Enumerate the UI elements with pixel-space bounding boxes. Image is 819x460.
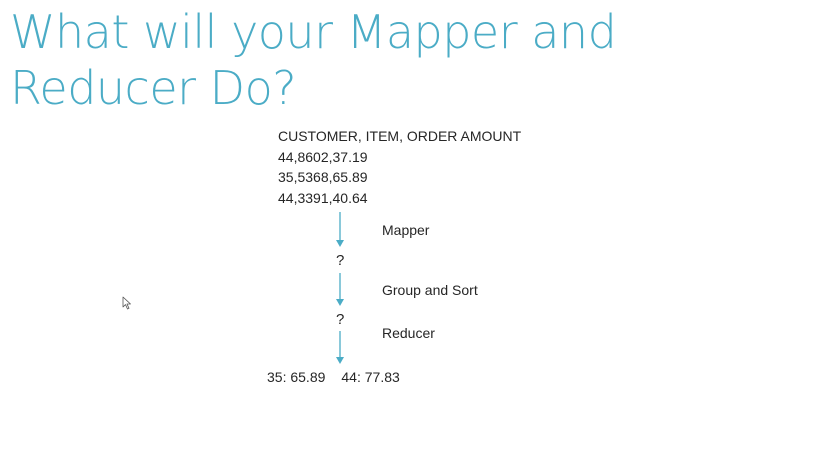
data-header-row: CUSTOMER, ITEM, ORDER AMOUNT bbox=[278, 128, 522, 144]
reducer-results: 35: 65.89 44: 77.83 bbox=[267, 369, 400, 385]
data-row: 44,8602,37.19 bbox=[278, 148, 368, 165]
input-data-block: CUSTOMER, ITEM, ORDER AMOUNT 44,8602,37.… bbox=[278, 126, 521, 208]
group-sort-label: Group and Sort bbox=[382, 282, 478, 298]
result-item: 44: 77.83 bbox=[341, 369, 400, 385]
mouse-pointer-icon bbox=[122, 296, 131, 310]
data-row: 44,3391,40.64 bbox=[278, 189, 368, 206]
data-row: 35,5368,65.89 bbox=[278, 169, 368, 185]
arrow-down-icon bbox=[336, 273, 344, 306]
slide-title: What will your Mapper and Reducer Do? bbox=[10, 5, 617, 115]
mapper-output-unknown: ? bbox=[336, 252, 345, 269]
group-sort-output-unknown: ? bbox=[336, 311, 345, 328]
arrow-down-icon bbox=[336, 331, 344, 364]
mapper-label: Mapper bbox=[382, 222, 430, 238]
arrow-down-icon bbox=[336, 212, 344, 247]
reducer-label: Reducer bbox=[382, 325, 435, 341]
result-item: 35: 65.89 bbox=[267, 369, 326, 385]
